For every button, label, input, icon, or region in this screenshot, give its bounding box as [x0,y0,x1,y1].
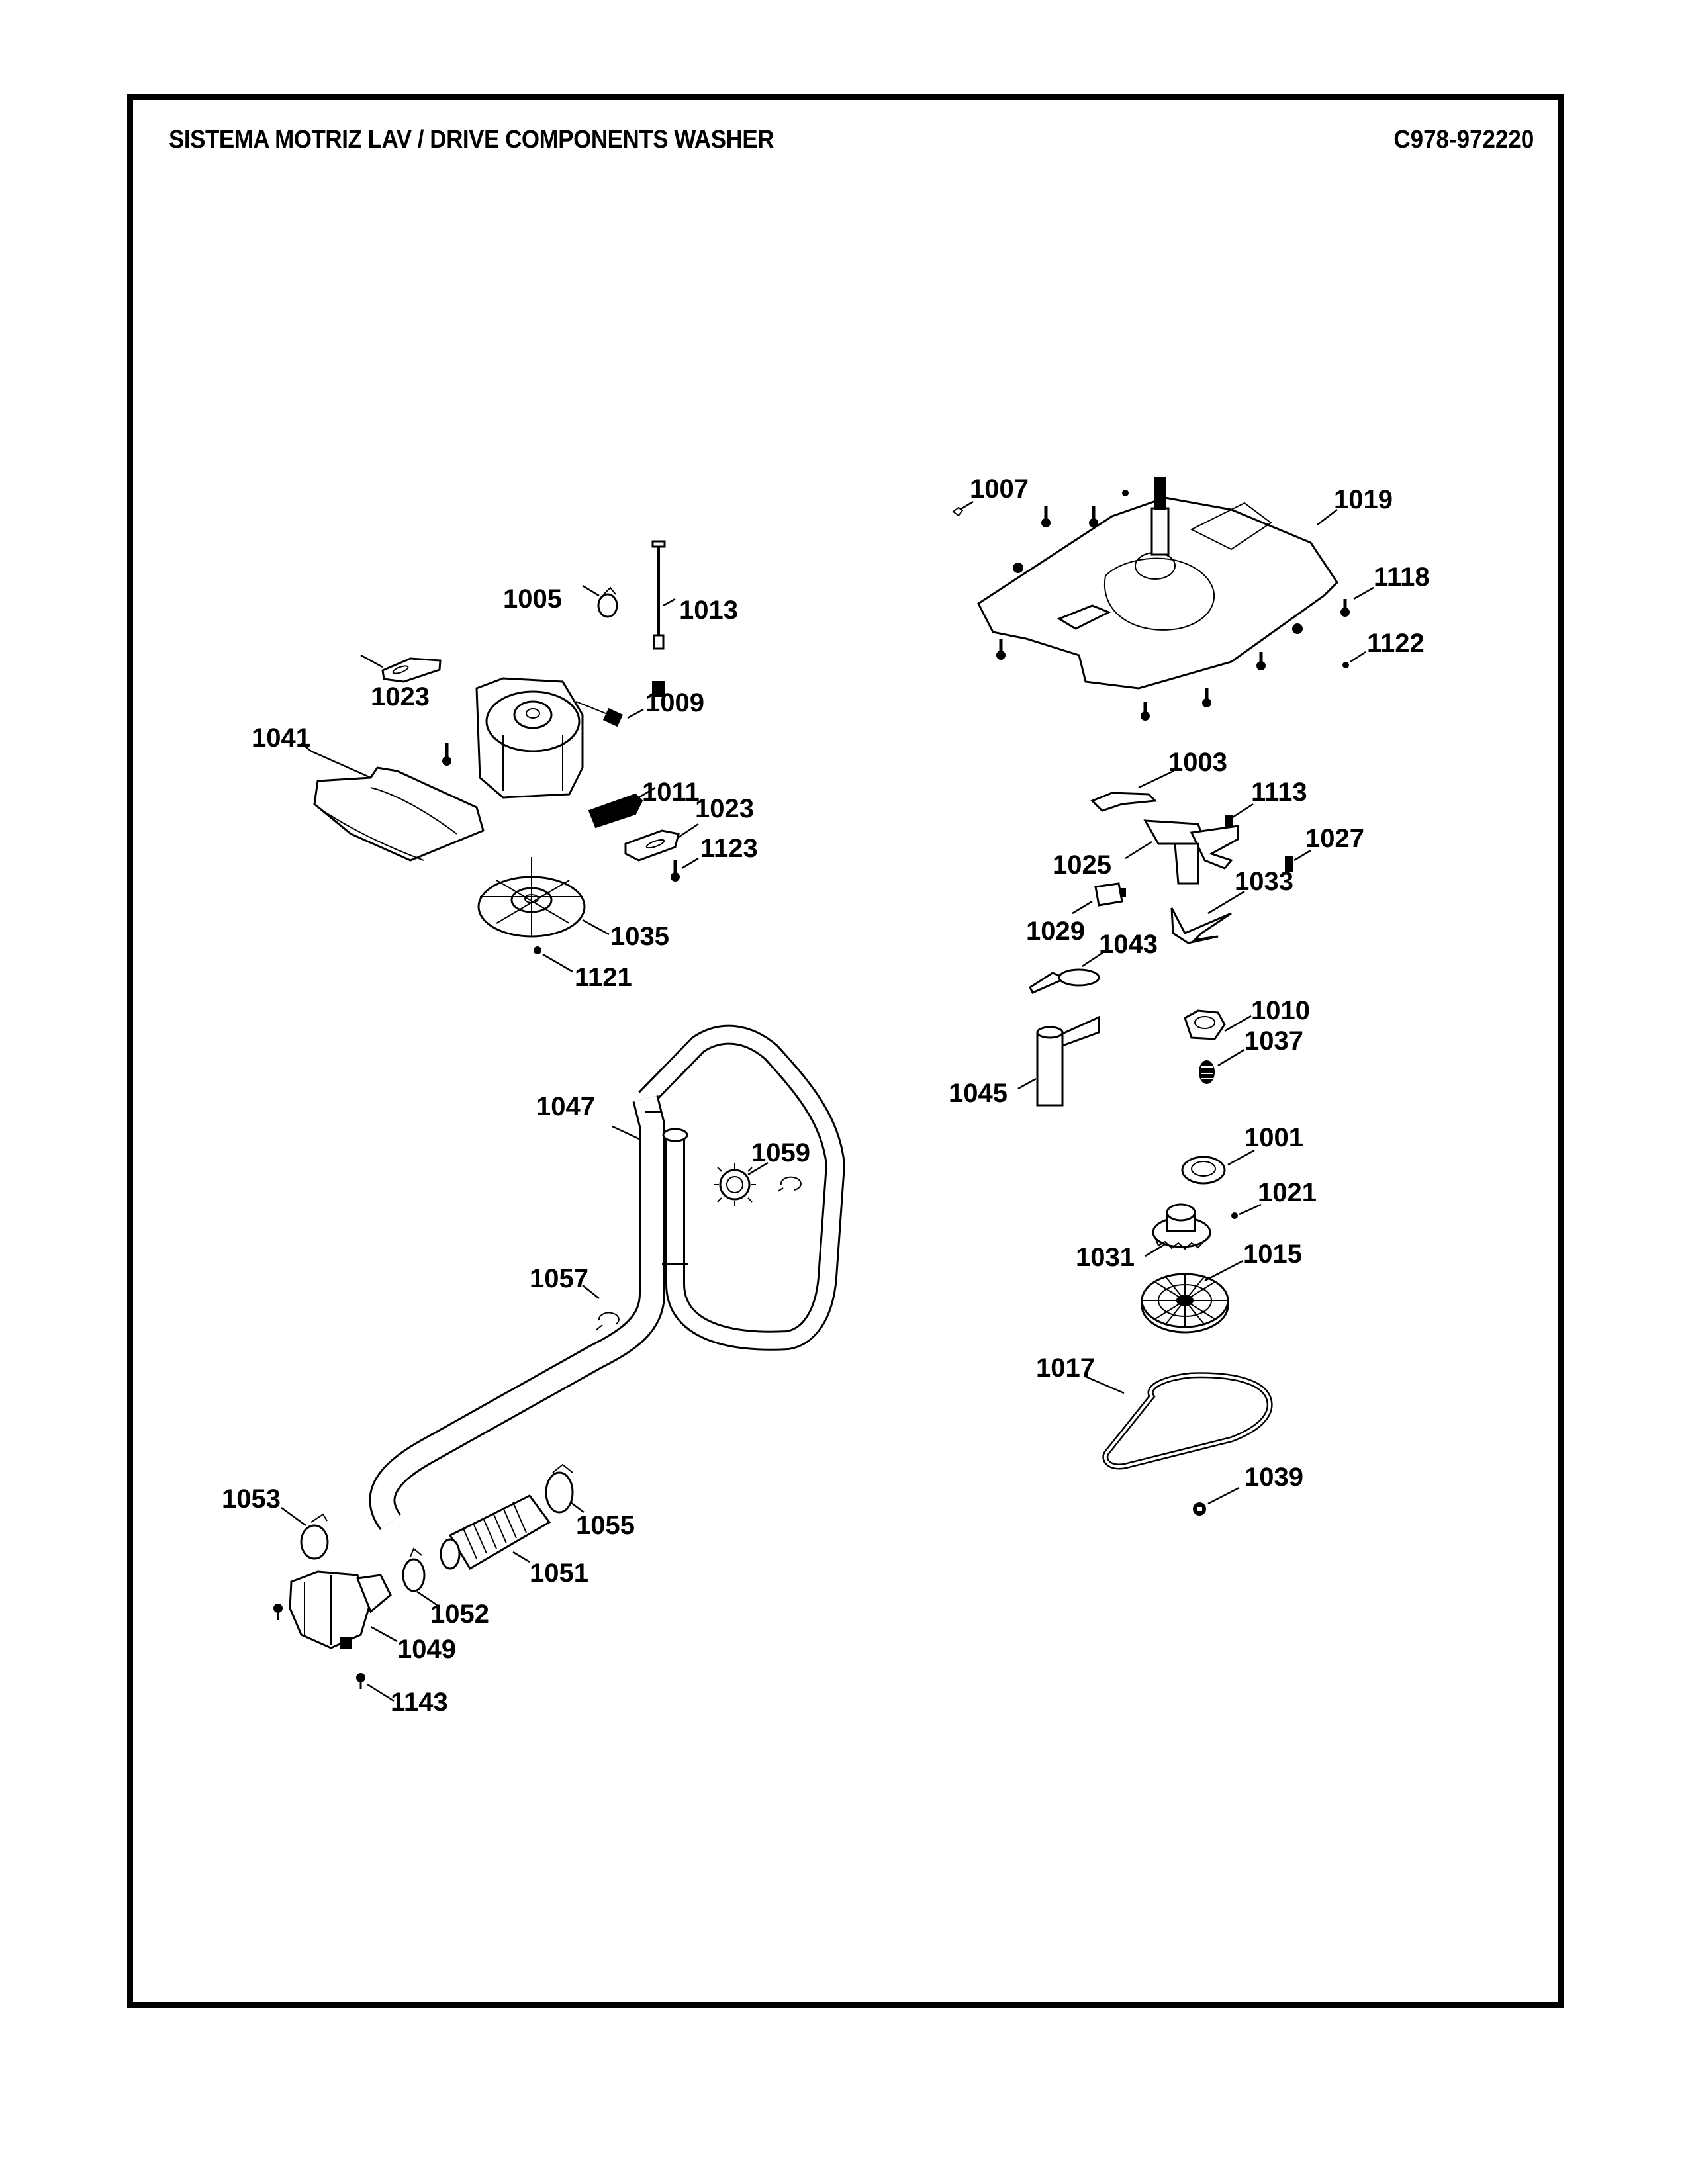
part-1039-nut[interactable]: 1039 [1193,1463,1303,1516]
label-1052: 1052 [430,1600,489,1629]
part-1059-clip[interactable]: 1059 [714,1138,810,1206]
label-1019: 1019 [1334,485,1393,514]
part-1029-block[interactable]: 1029 [1026,882,1126,946]
drain-assembly: 1047 1059 1057 1053 [222,1024,845,1717]
label-1027: 1027 [1305,824,1364,853]
plate-screws [996,490,1303,721]
part-1051-bellows[interactable]: 1051 [440,1494,588,1588]
part-1023-bracket-upper[interactable]: 1023 [360,654,442,711]
part-1021-ball[interactable]: 1021 [1231,1178,1317,1219]
diagram-code: C978-972220 [1393,126,1534,154]
diagram-title: SISTEMA MOTRIZ LAV / DRIVE COMPONENTS WA… [169,126,774,154]
part-1035-fan[interactable]: 1035 [477,857,669,951]
diagram-frame [127,94,1564,2008]
part-1025-actuator[interactable]: 1025 [1053,819,1239,885]
part-1011-bracket[interactable]: 1011 [588,778,700,829]
label-1033: 1033 [1235,867,1293,896]
label-1051: 1051 [530,1559,588,1588]
label-1047: 1047 [536,1092,595,1121]
label-1005: 1005 [503,584,562,614]
label-1122: 1122 [1367,629,1425,658]
part-1003-lever[interactable]: 1003 [1090,748,1227,812]
label-1037: 1037 [1244,1026,1303,1056]
hose-clamp-small [777,1176,802,1192]
label-1055: 1055 [576,1511,635,1540]
transmission-assembly: 1007 1019 [949,475,1430,1516]
part-1053-clamp[interactable]: 1053 [222,1484,329,1560]
part-1013-sensor-rod[interactable]: 1013 [651,540,738,697]
part-1118-screw[interactable]: 1118 [1340,563,1430,617]
part-1052-clamp[interactable]: 1052 [402,1547,489,1629]
label-1039: 1039 [1244,1463,1303,1492]
part-1031-gear[interactable]: 1031 [1076,1203,1211,1272]
part-1057-clamp[interactable]: 1057 [530,1264,620,1331]
part-1122-pin[interactable]: 1122 [1342,629,1425,668]
label-1043: 1043 [1099,930,1158,959]
label-1009: 1009 [645,688,704,717]
part-1015-pulley[interactable]: 1015 [1141,1240,1302,1334]
label-1029: 1029 [1026,917,1085,946]
part-1143-screw[interactable]: 1143 [356,1673,448,1717]
part-1049-pump[interactable]: 1049 [289,1570,456,1664]
label-1053: 1053 [222,1484,281,1514]
part-1123-screw[interactable]: 1123 [671,834,758,882]
part-1121-screw[interactable]: 1121 [534,946,632,992]
part-1043-clamp[interactable]: 1043 [1029,930,1158,994]
part-1017-belt[interactable]: 1017 [1036,1353,1273,1470]
label-1143: 1143 [391,1688,448,1717]
part-1010-nut[interactable]: 1010 [1184,996,1310,1040]
label-1057: 1057 [530,1264,588,1293]
part-1113-screw[interactable]: 1113 [1225,778,1307,828]
label-1025: 1025 [1053,850,1111,880]
label-1123: 1123 [700,834,758,863]
label-1010: 1010 [1251,996,1310,1025]
part-1001-washer[interactable]: 1001 [1181,1123,1303,1185]
part-1023-bracket-lower[interactable]: 1023 [624,794,754,862]
part-1037-spring[interactable]: 1037 [1199,1026,1303,1084]
label-1035: 1035 [610,922,669,951]
part-1027-spring[interactable]: 1027 [1285,824,1364,872]
label-1021: 1021 [1258,1178,1317,1207]
label-1007: 1007 [970,475,1029,504]
label-1041: 1041 [252,723,310,752]
label-1015: 1015 [1243,1240,1302,1269]
part-1041-cover[interactable]: 1041 [252,723,485,862]
label-1059: 1059 [751,1138,810,1167]
label-1017: 1017 [1036,1353,1095,1383]
label-1001: 1001 [1244,1123,1303,1152]
label-1113: 1113 [1251,778,1307,807]
part-1009-motor[interactable]: 1009 [475,677,704,799]
part-1005-clip[interactable]: 1005 [503,584,618,618]
pump-screw [273,1604,283,1620]
label-1045: 1045 [949,1079,1008,1108]
motor-screw [442,743,451,766]
label-1118: 1118 [1374,563,1430,592]
label-1023-upper: 1023 [371,682,430,711]
label-1013: 1013 [679,596,738,625]
motor-assembly: 1005 1013 1023 1009 [252,540,758,992]
label-1031: 1031 [1076,1243,1135,1272]
label-1049: 1049 [397,1635,456,1664]
label-1121: 1121 [575,963,632,992]
part-1007-clip[interactable]: 1007 [952,475,1029,517]
label-1011: 1011 [642,778,700,807]
label-1023-lower: 1023 [695,794,754,823]
part-1033-fork[interactable]: 1033 [1170,867,1293,944]
part-1055-clamp[interactable]: 1055 [545,1463,635,1540]
part-1045-tube[interactable]: 1045 [949,1015,1100,1108]
part-1019-mounting-plate[interactable]: 1019 [977,477,1393,690]
part-1047-hose[interactable]: 1047 [369,1024,845,1530]
label-1003: 1003 [1168,748,1227,777]
